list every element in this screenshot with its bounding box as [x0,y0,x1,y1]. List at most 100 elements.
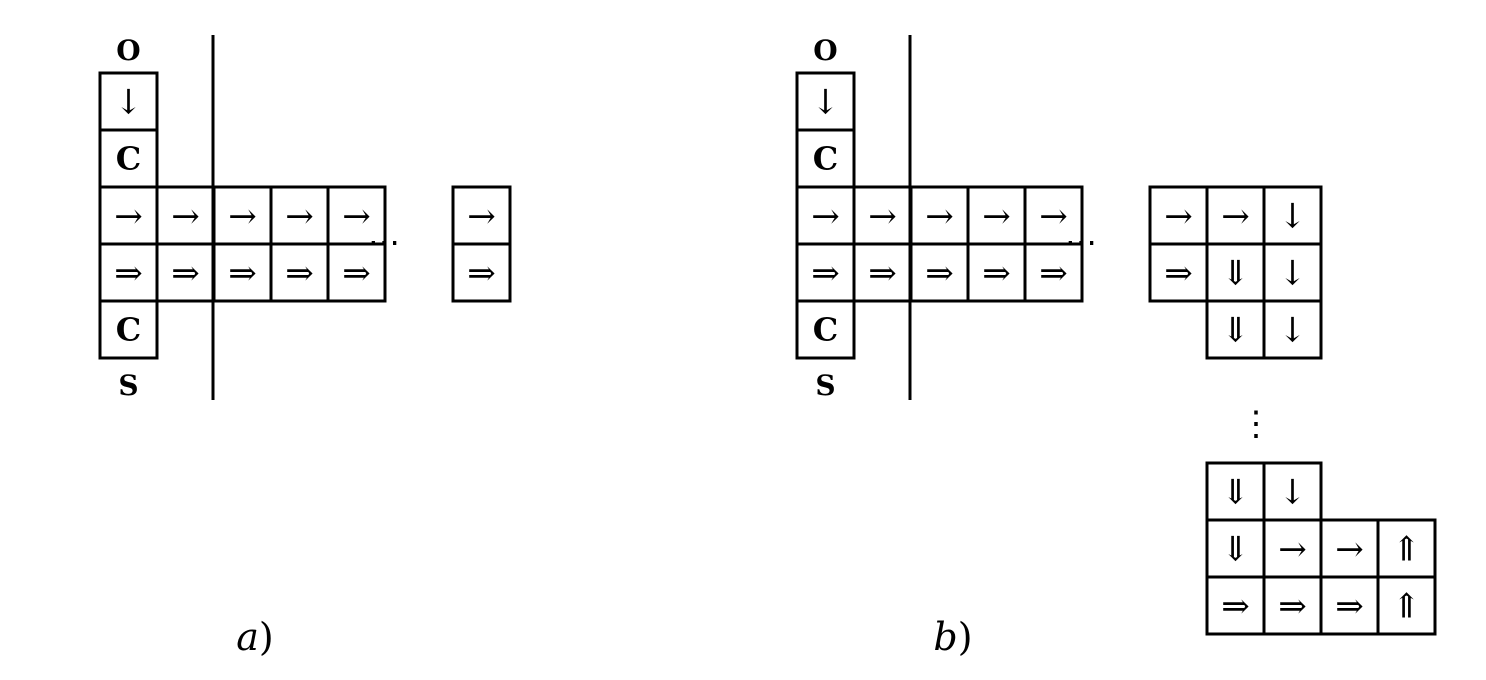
arrow-icon: ↓ [1278,311,1307,351]
arrow-icon: ↓ [811,83,840,123]
block-cell-border [326,242,387,303]
c-label: C [813,311,838,349]
tail-bottom-cell: → [1262,518,1323,579]
arrow-icon: ⇑ [1392,530,1421,570]
panel-caption: b) [933,615,972,659]
arrow-icon: ⇒ [114,254,143,294]
column-cell-border [795,299,856,360]
arrow-icon: → [982,197,1011,237]
arrow-icon: → [467,197,496,237]
block-cell: → [155,185,216,246]
panel-a: O↓C→⇒CS→→→→⇒⇒⇒⇒⋯a)→⇒ [98,34,512,659]
block-cell: ⇒ [909,242,970,303]
block-cell-border [1023,242,1084,303]
column-cell: ⇒ [795,242,856,303]
arrow-icon: ⇒ [1164,254,1193,294]
tail-bottom-cell: ⇒ [1262,575,1323,636]
block-cell: → [966,185,1027,246]
block-cell: → [852,185,913,246]
arrow-icon: → [285,197,314,237]
block-cell: ⇒ [269,242,330,303]
arrow-icon: ↓ [1278,254,1307,294]
arrow-icon: → [1335,530,1364,570]
column-cell: ↓ [98,71,159,132]
arrow-icon: ⇒ [1335,587,1364,627]
c-label: C [813,140,838,178]
arrow-icon: → [868,197,897,237]
tail-bottom-cell: ⇒ [1205,575,1266,636]
arrow-icon: → [1278,530,1307,570]
arrow-icon: ⇓ [1221,254,1250,294]
block-cell: ⇒ [212,242,273,303]
block-cell: → [269,185,330,246]
c-label: C [116,140,141,178]
arrow-icon: → [925,197,954,237]
arrow-icon: ⇒ [925,254,954,294]
arrow-icon: ⇒ [467,254,496,294]
arrow-icon: ⇒ [1039,254,1068,294]
tail-top-cell-border [1262,299,1323,360]
arrow-icon: ⇒ [171,254,200,294]
column-cell: → [98,185,159,246]
block-cell: ⇒ [326,242,387,303]
tail-top-cell: → [1205,185,1266,246]
horizontal-ellipsis: ⋯ [368,223,400,261]
arrow-icon: → [1221,197,1250,237]
arrow-icon: ⇒ [1278,587,1307,627]
column-cell: → [795,185,856,246]
arrow-icon: ⇒ [342,254,371,294]
tail-top-cell: ⇓ [1205,242,1266,303]
tail-cell: → [451,185,512,246]
tail-top-cell: ↓ [1262,242,1323,303]
top-label: O [813,34,837,67]
panel-caption-letter: b [933,615,957,659]
column-cell: ↓ [795,71,856,132]
column-cell: C [98,299,159,360]
arrow-icon: ⇒ [1221,587,1250,627]
column-cell: C [98,128,159,189]
block-cell: → [212,185,273,246]
arrow-icon: → [171,197,200,237]
arrow-icon: ⇒ [285,254,314,294]
tail-top-cell: ↓ [1262,185,1323,246]
tail-cell-border [451,242,512,303]
arrow-icon: → [1164,197,1193,237]
block-cell: → [909,185,970,246]
column-cell: ⇒ [98,242,159,303]
arrow-icon: → [1039,197,1068,237]
arrow-icon: ⇒ [868,254,897,294]
panel-b: O↓C→⇒CS→→→→⇒⇒⇒⇒⋯b)→→↓⇒⇓↓⇓↓⋮⇓↓⇓→→⇑⇒⇒⇒⇑ [795,34,1437,659]
tail-top-cell: → [1148,185,1209,246]
arrow-icon: → [228,197,257,237]
arrow-icon: ⇓ [1221,530,1250,570]
c-label: C [116,311,141,349]
caption-paren: ) [958,615,973,659]
horizontal-ellipsis: ⋯ [1065,223,1097,261]
tail-cell: ⇒ [451,242,512,303]
arrow-icon: ⇑ [1392,587,1421,627]
arrow-icon: ↓ [114,83,143,123]
arrow-icon: → [114,197,143,237]
block-cell: ⇒ [966,242,1027,303]
top-label: O [116,34,140,67]
column-cell: C [795,299,856,360]
arrow-icon: → [811,197,840,237]
caption-paren: ) [259,615,274,659]
block-cell: ⇒ [852,242,913,303]
tail-top-cell: ⇒ [1148,242,1209,303]
tail-bottom-cell: ⇑ [1376,575,1437,636]
arrow-icon: ↓ [1278,473,1307,513]
panel-caption: a) [236,615,273,659]
tail-bottom-cell-border [1376,575,1437,636]
tail-bottom-cell: ⇑ [1376,518,1437,579]
arrow-icon: ⇒ [228,254,257,294]
column-cell-border [98,299,159,360]
arrow-icon: → [342,197,371,237]
arrow-icon: ↓ [1278,197,1307,237]
arrow-icon: ⇓ [1221,473,1250,513]
arrow-icon: ⇒ [982,254,1011,294]
tail-bottom-cell: ⇒ [1319,575,1380,636]
column-cell: C [795,128,856,189]
vertical-ellipsis: ⋮ [1239,404,1273,444]
